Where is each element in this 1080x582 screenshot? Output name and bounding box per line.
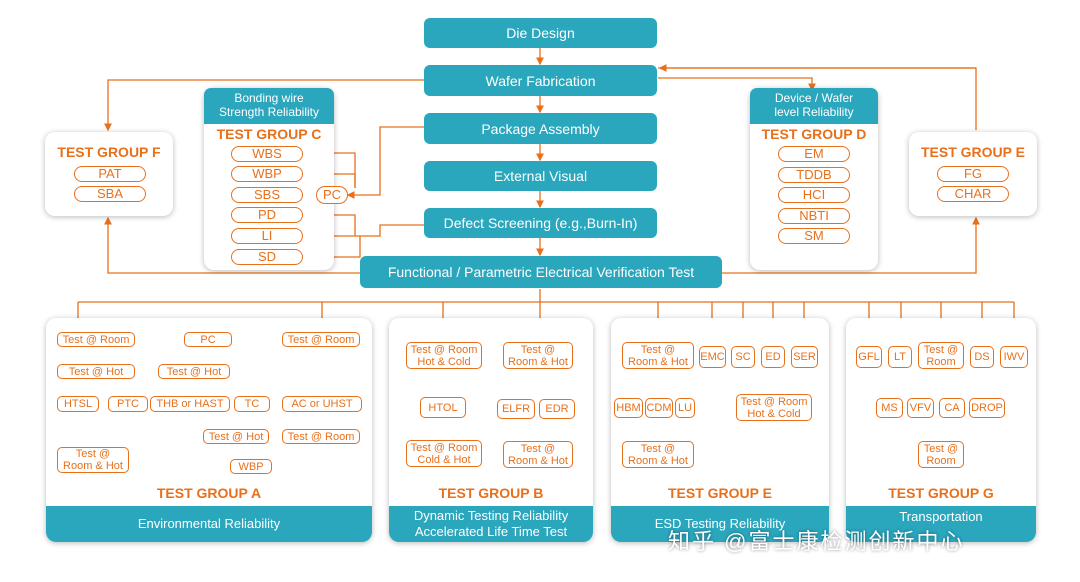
a-tc: TC: [234, 396, 270, 412]
a-test-room-3: Test @ Room: [282, 429, 360, 444]
b-test-room-hot-1: Test @ Room & Hot: [503, 342, 573, 369]
test-group-e-title: TEST GROUP E: [668, 485, 772, 501]
e-emc: EMC: [699, 346, 726, 368]
sm-node: SM: [778, 228, 850, 244]
g-test-room-2: Test @ Room: [918, 441, 964, 468]
e-cdm: CDM: [645, 398, 673, 418]
test-group-d-header: Device / Wafer level Reliability: [750, 88, 878, 124]
pat-node: PAT: [74, 166, 146, 182]
e-test-room-hot-cold: Test @ Room Hot & Cold: [736, 394, 812, 421]
b-elfr: ELFR: [497, 399, 535, 419]
test-group-c-title: TEST GROUP C: [216, 126, 322, 142]
a-test-room-hot: Test @ Room & Hot: [57, 447, 129, 473]
a-htsl: HTSL: [57, 396, 99, 412]
test-group-a-footer: Environmental Reliability: [46, 506, 372, 542]
pc-node: PC: [316, 186, 348, 204]
test-group-e-footer: ESD Testing Reliability: [611, 506, 829, 542]
g-iwv: IWV: [1000, 346, 1028, 368]
pd-node: PD: [231, 207, 303, 223]
g-drop: DROP: [969, 398, 1005, 418]
e-ser: SER: [791, 346, 818, 368]
wbs-node: WBS: [231, 146, 303, 162]
b-test-room-hot-2: Test @ Room & Hot: [503, 441, 573, 468]
g-ca: CA: [939, 398, 965, 418]
b-edr: EDR: [539, 399, 575, 419]
g-test-room-1: Test @ Room: [918, 342, 964, 369]
test-group-g-title: TEST GROUP G: [888, 485, 994, 501]
test-group-c-header: Bonding wire Strength Reliability: [204, 88, 334, 124]
a-ac-uhst: AC or UHST: [282, 396, 362, 412]
g-lt: LT: [888, 346, 912, 368]
li-node: LI: [231, 228, 303, 244]
g-gfl: GFL: [856, 346, 882, 368]
e-hbm: HBM: [614, 398, 643, 418]
a-wbp: WBP: [230, 459, 272, 474]
g-ds: DS: [970, 346, 994, 368]
a-test-hot-1: Test @ Hot: [57, 364, 135, 379]
test-group-b-footer: Dynamic Testing Reliability Accelerated …: [389, 506, 593, 542]
sba-node: SBA: [74, 186, 146, 202]
tddb-node: TDDB: [778, 167, 850, 183]
fg-node: FG: [937, 166, 1009, 182]
test-group-e-top-title: TEST GROUP E: [921, 144, 1025, 160]
e-test-room-hot-2: Test @ Room & Hot: [622, 441, 694, 468]
a-test-hot-3: Test @ Hot: [203, 429, 269, 444]
external-visual-step: External Visual: [424, 161, 657, 191]
test-group-g-footer: Transportation: [846, 506, 1036, 542]
a-ptc: PTC: [108, 396, 148, 412]
defect-screening-step: Defect Screening (e.g.,Burn-In): [424, 208, 657, 238]
em-node: EM: [778, 146, 850, 162]
watermark: 知乎 @富士康检测创新中心: [668, 529, 965, 554]
die-design-step: Die Design: [424, 18, 657, 48]
e-sc: SC: [731, 346, 755, 368]
functional-test-step: Functional / Parametric Electrical Verif…: [360, 256, 722, 288]
a-pc: PC: [184, 332, 232, 347]
a-test-room-1: Test @ Room: [57, 332, 135, 347]
a-thb-hast: THB or HAST: [150, 396, 230, 412]
e-test-room-hot-1: Test @ Room & Hot: [622, 342, 694, 369]
sd-node: SD: [231, 249, 303, 265]
b-test-room-hot-cold: Test @ Room Hot & Cold: [406, 342, 482, 369]
sbs-node: SBS: [231, 187, 303, 203]
package-assembly-step: Package Assembly: [424, 113, 657, 144]
nbti-node: NBTI: [778, 208, 850, 224]
b-test-room-cold-hot: Test @ Room Cold & Hot: [406, 440, 482, 467]
g-vfv: VFV: [907, 398, 934, 418]
test-group-a-title: TEST GROUP A: [156, 485, 262, 501]
test-group-d-title: TEST GROUP D: [761, 126, 867, 142]
wbp-node: WBP: [231, 166, 303, 182]
e-ed: ED: [761, 346, 785, 368]
test-group-b-title: TEST GROUP B: [438, 485, 544, 501]
hci-node: HCI: [778, 187, 850, 203]
char-node: CHAR: [937, 186, 1009, 202]
g-ms: MS: [876, 398, 903, 418]
a-test-room-2: Test @ Room: [282, 332, 360, 347]
b-htol: HTOL: [420, 397, 466, 418]
e-lu: LU: [675, 398, 695, 418]
a-test-hot-2: Test @ Hot: [158, 364, 230, 379]
wafer-fabrication-step: Wafer Fabrication: [424, 65, 657, 96]
test-group-f-title: TEST GROUP F: [57, 144, 161, 160]
